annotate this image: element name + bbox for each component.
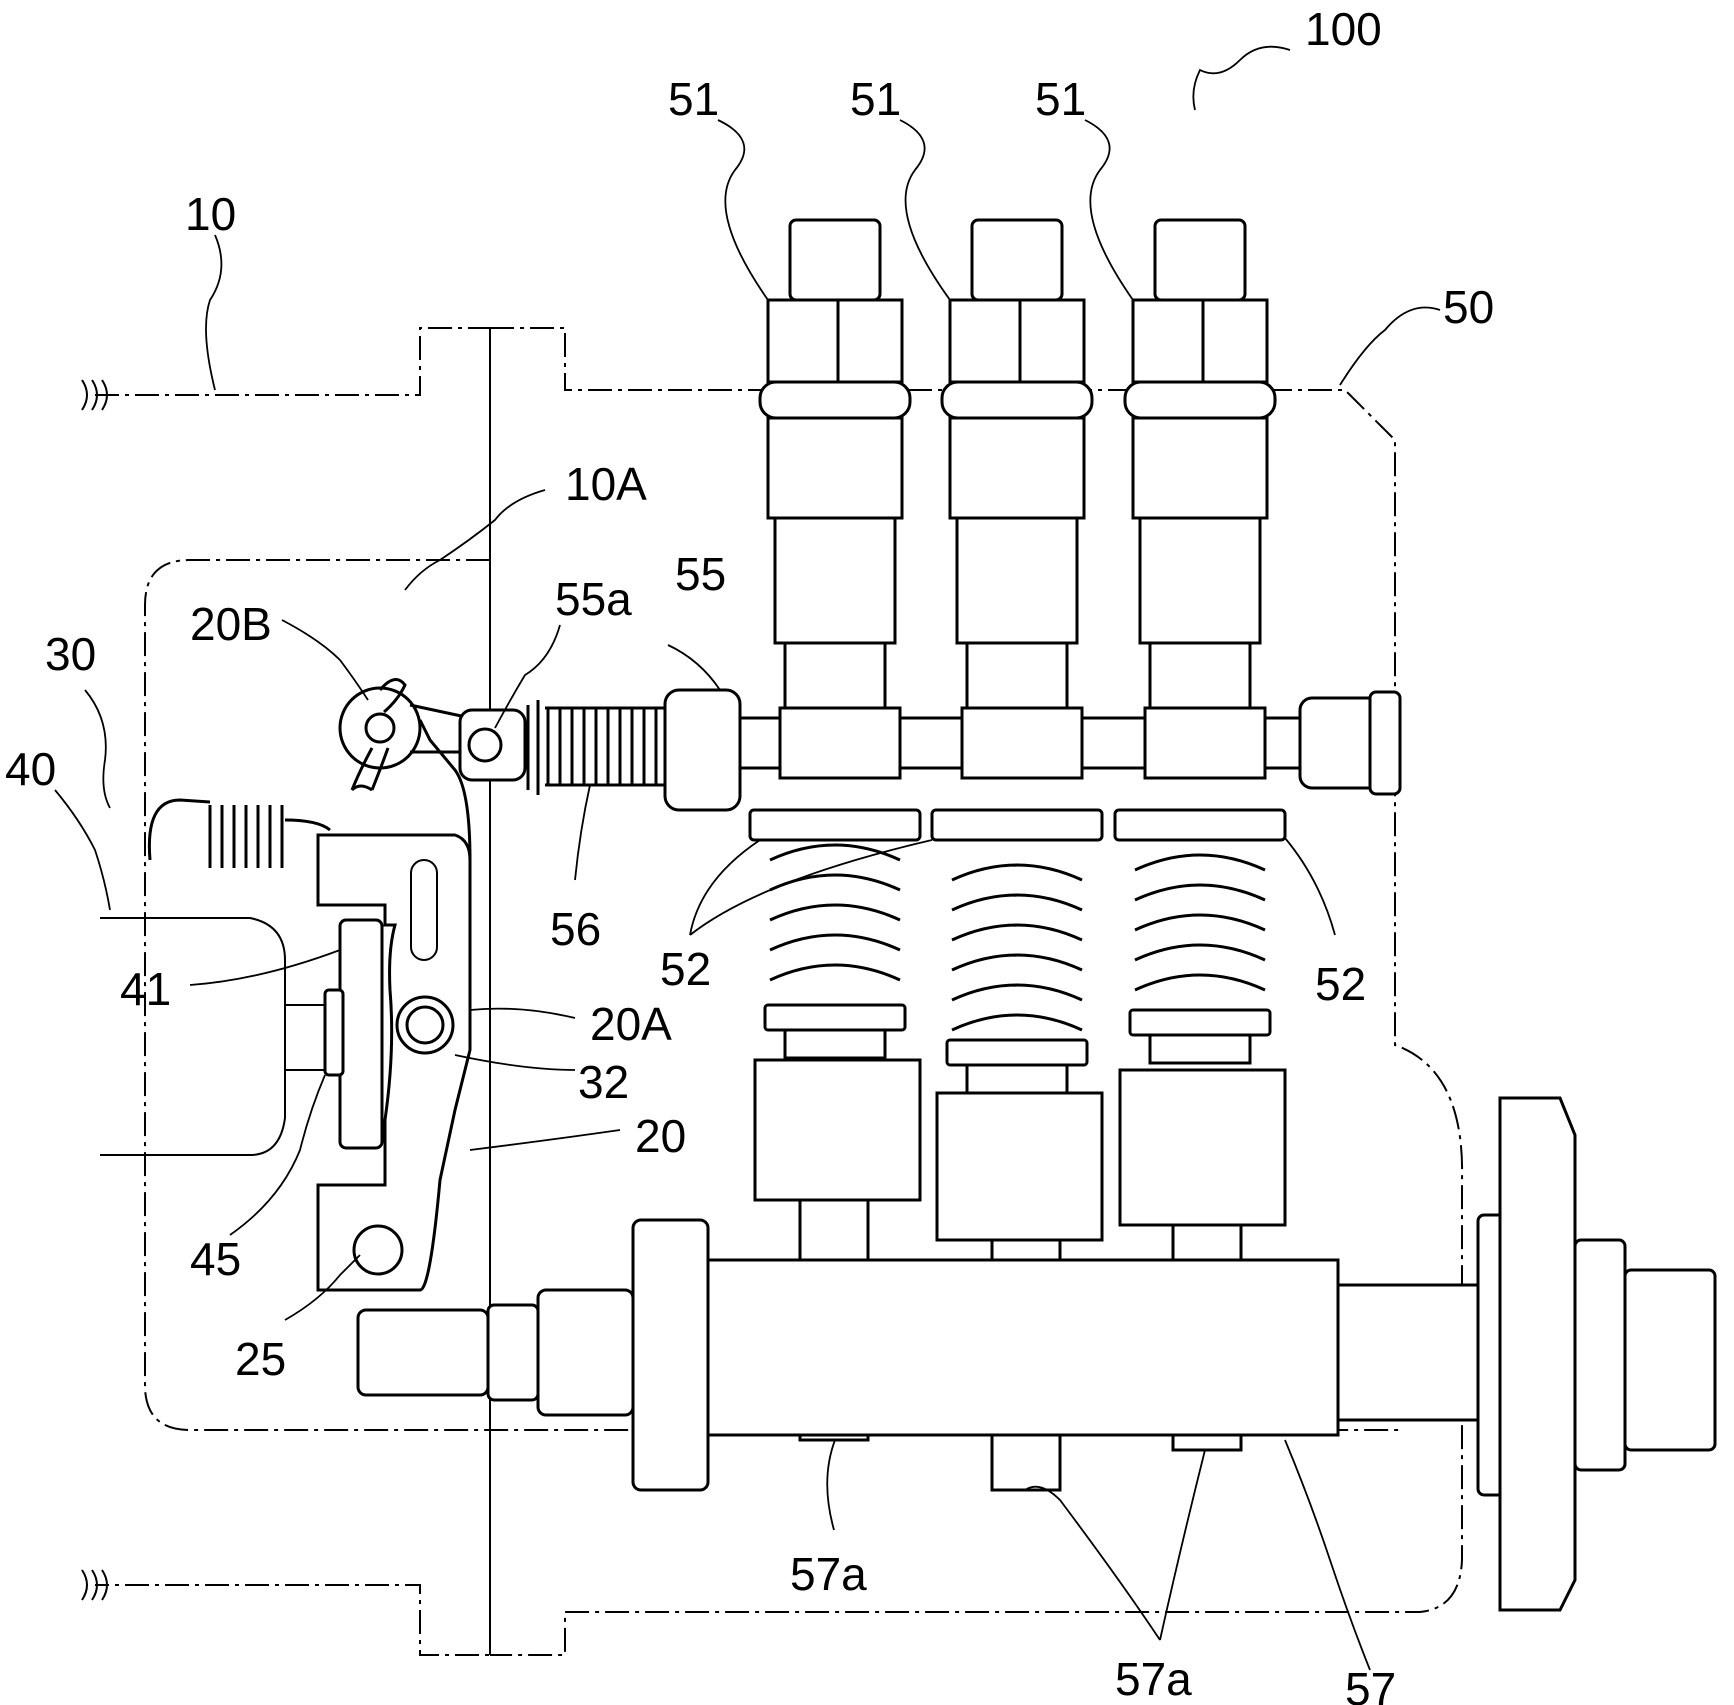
label-52-right: 52 xyxy=(1315,958,1366,1010)
reference-labels: 100 51 51 51 10 50 10A 55a 55 20B 30 40 … xyxy=(5,3,1494,1705)
plate-41 xyxy=(325,920,382,1148)
label-32: 32 xyxy=(578,1056,629,1108)
label-57a-middle: 57a xyxy=(790,1548,867,1600)
label-51-middle: 51 xyxy=(850,73,901,125)
label-100: 100 xyxy=(1305,3,1382,55)
label-45: 45 xyxy=(190,1233,241,1285)
label-20: 20 xyxy=(635,1110,686,1162)
label-20b: 20B xyxy=(190,598,272,650)
label-41: 41 xyxy=(120,963,171,1015)
label-30: 30 xyxy=(45,628,96,680)
label-20a: 20A xyxy=(590,998,672,1050)
label-25: 25 xyxy=(235,1333,286,1385)
label-10: 10 xyxy=(185,188,236,240)
label-57: 57 xyxy=(1345,1663,1396,1705)
label-10a: 10A xyxy=(565,458,647,510)
pump-element-1 xyxy=(750,220,920,1440)
label-51-left: 51 xyxy=(668,73,719,125)
governor-housing-40 xyxy=(100,918,330,1155)
label-57a-bottom: 57a xyxy=(1115,1653,1192,1705)
spring-56 xyxy=(528,700,665,795)
label-55: 55 xyxy=(675,548,726,600)
label-52-left: 52 xyxy=(660,943,711,995)
label-56: 56 xyxy=(550,903,601,955)
label-51-right: 51 xyxy=(1035,73,1086,125)
label-55a: 55a xyxy=(555,573,632,625)
label-40: 40 xyxy=(5,743,56,795)
rack-end-55a xyxy=(460,710,525,780)
spring-30 xyxy=(149,800,330,868)
label-50: 50 xyxy=(1443,281,1494,333)
